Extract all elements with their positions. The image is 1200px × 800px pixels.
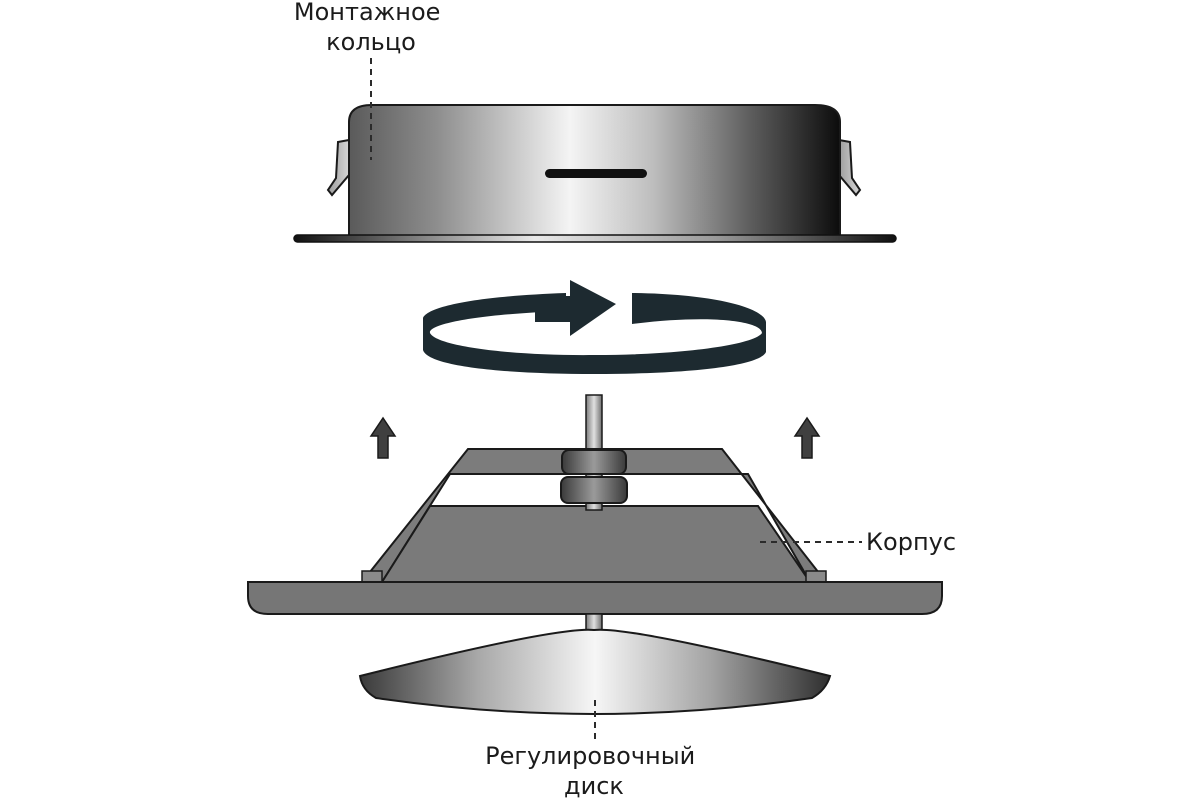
ring-slot xyxy=(545,169,647,178)
center-shaft xyxy=(585,394,603,456)
label-body: Корпус xyxy=(866,528,956,556)
mounting-tab-left xyxy=(361,570,383,583)
leader-lines xyxy=(370,58,862,742)
ring-flange xyxy=(293,234,897,243)
label-mounting-ring-line1: Монтажное xyxy=(294,0,441,26)
spring-clip-left xyxy=(326,138,350,197)
diffuser-body xyxy=(247,394,943,615)
up-arrow-icon xyxy=(369,416,397,459)
label-mounting-ring-line2: кольцо xyxy=(326,28,416,56)
adjusting-disc xyxy=(358,613,832,716)
label-adjusting-disc: Регулировочный диск xyxy=(485,742,703,800)
spring-clip-right xyxy=(838,138,862,197)
disc-shape xyxy=(358,628,832,716)
body-plate xyxy=(247,581,943,615)
body-cone xyxy=(380,505,812,583)
rotate-clockwise-arrow-icon xyxy=(423,280,766,374)
label-mounting-ring: Монтажное кольцо xyxy=(294,0,448,56)
label-adjusting-disc-line1: Регулировочный xyxy=(485,742,695,770)
label-adjusting-disc-line2: диск xyxy=(564,772,624,800)
nut-upper xyxy=(561,449,627,475)
mounting-tab-right xyxy=(805,570,827,583)
up-arrow-icon xyxy=(793,416,821,459)
nut-lower xyxy=(560,476,628,504)
mounting-ring xyxy=(293,104,897,243)
